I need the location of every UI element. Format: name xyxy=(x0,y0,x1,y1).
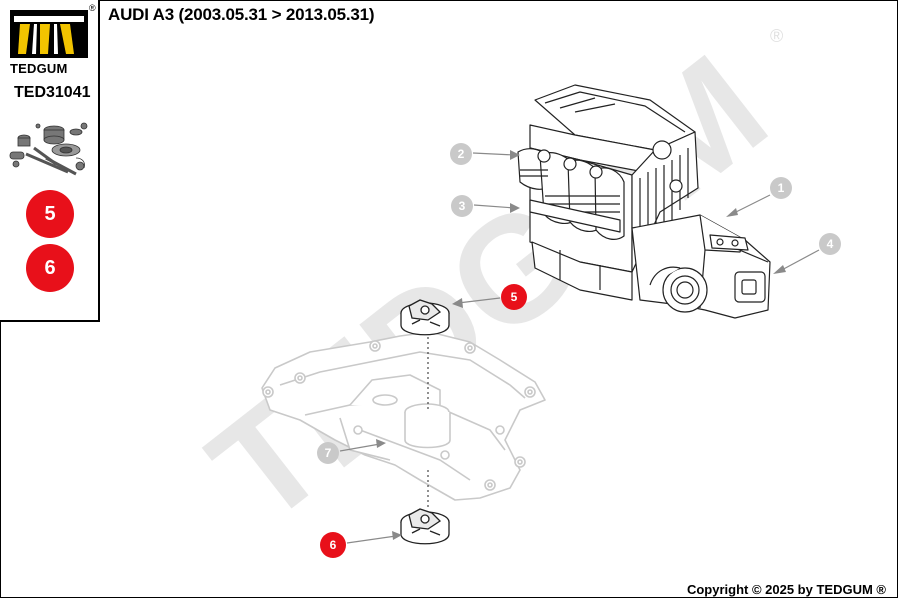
svg-text:5: 5 xyxy=(511,290,518,304)
svg-text:1: 1 xyxy=(778,181,785,195)
callout-3: 3 xyxy=(451,195,520,217)
callout-2: 2 xyxy=(450,143,520,165)
svg-text:2: 2 xyxy=(458,147,465,161)
callout-5: 5 xyxy=(452,284,527,310)
reference-badge-5[interactable]: 5 xyxy=(26,190,74,238)
subframe xyxy=(261,331,546,501)
callout-1: 1 xyxy=(726,177,792,217)
svg-text:6: 6 xyxy=(330,538,337,552)
svg-text:4: 4 xyxy=(827,237,834,251)
brand-name: TEDGUM xyxy=(10,61,68,76)
watermark-registered-mark: ® xyxy=(770,26,783,46)
registered-mark: ® xyxy=(89,3,96,13)
callout-6: 6 xyxy=(320,531,402,558)
copyright-notice: Copyright © 2025 by TEDGUM ® xyxy=(686,582,886,597)
callout-4: 4 xyxy=(773,233,841,274)
kit-thumbnail-icon xyxy=(9,122,88,176)
sidebar: ® TEDGUM TED31041 5 6 xyxy=(0,0,100,322)
svg-text:7: 7 xyxy=(325,446,332,460)
engine-mount-5 xyxy=(400,299,450,336)
tedgum-logo xyxy=(10,10,88,58)
callout-7: 7 xyxy=(317,439,386,464)
vehicle-title: AUDI A3 (2003.05.31 > 2013.05.31) xyxy=(108,5,375,24)
svg-text:3: 3 xyxy=(459,199,466,213)
engine-mount-6 xyxy=(400,508,450,545)
engine-assembly xyxy=(517,84,771,319)
part-number: TED31041 xyxy=(14,84,91,101)
reference-badge-6[interactable]: 6 xyxy=(26,244,74,292)
